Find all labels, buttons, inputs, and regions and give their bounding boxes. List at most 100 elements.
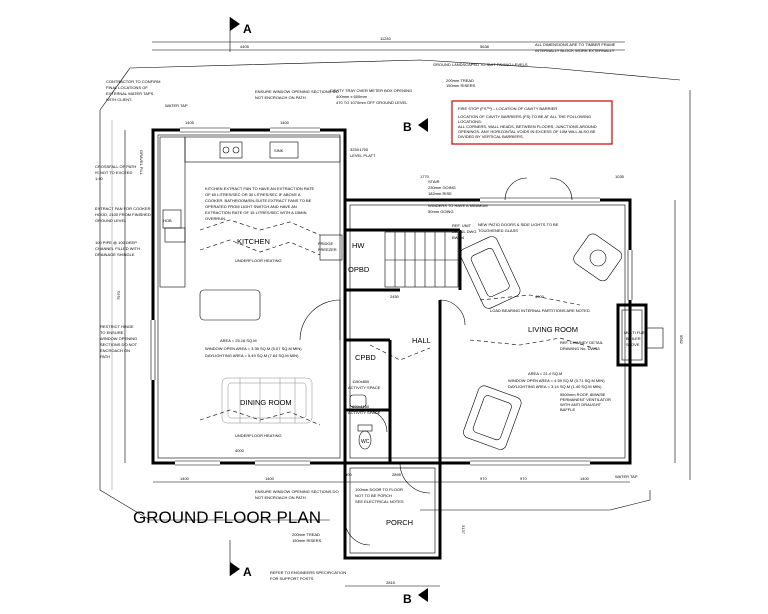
chimney-note-1: REF. CHIMNEY DETAIL bbox=[560, 340, 604, 345]
section-label-a-top: A bbox=[243, 22, 252, 36]
dim-right-height: 5562 bbox=[679, 335, 684, 345]
slab-note-1: 325X1700 bbox=[350, 147, 369, 152]
ventilator-4: BAFFLE bbox=[560, 407, 575, 412]
dim-porch-side: 3137 bbox=[461, 525, 466, 535]
activity-1: 1150x800 bbox=[352, 379, 370, 384]
cavity-tray-1: CAVITY TRAY OVER METER BOX OPENING bbox=[330, 88, 412, 93]
window-opening-1: ENSURE WINDOW OPENING SECTIONS DO bbox=[255, 89, 339, 94]
ref-unit-3: BW-04 bbox=[452, 235, 465, 240]
bottom-window-2: NOT ENCROACH ON PATH bbox=[255, 495, 306, 500]
fire-note-line-5: DIVIDED BY VERTICAL BARRIERS. bbox=[458, 134, 524, 139]
left-side-notes: CROSSFALL OF PATH IS NOT TO EXCEED 1:40 … bbox=[95, 164, 151, 359]
plan-title: GROUND FLOOR PLAN bbox=[133, 508, 321, 527]
dim-living-top: 1770 bbox=[420, 174, 430, 179]
dim-bottom-b: 1400 bbox=[265, 476, 275, 481]
dim-hall-width: 2450 bbox=[390, 294, 400, 299]
restrict-1: RESTRICT HINGE bbox=[100, 324, 134, 329]
section-marker-a-top: A bbox=[229, 17, 252, 52]
section-marker-b-top: B bbox=[403, 118, 428, 134]
stove-label-2: BOILER bbox=[626, 336, 641, 341]
room-label-hw: HW bbox=[352, 241, 365, 250]
dim-left-top: 1405 bbox=[185, 120, 195, 125]
top-dimensions: 11240 4405 5638 ALL DIMENSIONS ARE TO TI… bbox=[152, 36, 625, 88]
restrict-4: SECTIONS DO NOT bbox=[100, 342, 138, 347]
room-label-opbd: OPBD bbox=[348, 265, 370, 274]
slab-note-2: LEVEL PLATT bbox=[350, 153, 376, 158]
restrict-5: ENCROACH ON bbox=[100, 348, 130, 353]
window-opening-2: NOT ENCROACH ON PATH bbox=[255, 95, 306, 100]
tread-note-2: 150mm RISERS bbox=[446, 83, 476, 88]
dim-bottom-c: 970 bbox=[480, 476, 487, 481]
fridge-1: FRIDGE bbox=[318, 241, 333, 246]
bottom-dimensions: 1400 1400 970 970 1400 2895 900 2815 313… bbox=[153, 472, 630, 587]
ref-unit-1: REF. UNIT bbox=[452, 223, 472, 228]
dining-area-note: AREA = 25.16 SQ.M WINDOW OPEN AREA = 3.3… bbox=[205, 338, 302, 438]
porch-note-2: NOT TO BE PORCH bbox=[355, 493, 392, 498]
living-furniture bbox=[460, 233, 623, 450]
engineer-1: REFER TO ENGINEERS SPECIFICATION bbox=[270, 570, 346, 575]
staircase bbox=[384, 231, 459, 288]
contractor-1: CONTRACTOR TO CONFIRM bbox=[106, 79, 160, 84]
fire-stop-note: FIRE STOP (FS™) – LOCATION OF CAVITY BAR… bbox=[451, 100, 613, 145]
section-label-a-bottom: A bbox=[243, 565, 252, 579]
kitchen-note-3: COOKER. BATHROOM/EN-SUITE EXTRACT FANS T… bbox=[205, 198, 312, 203]
pipe-3: DRAINAGE SHINGLE bbox=[95, 252, 135, 257]
extract-fan-3: GROUND LEVEL bbox=[95, 218, 127, 223]
section-marker-a-bottom: A bbox=[229, 540, 252, 579]
dining-area-3: DAYLIGHTING AREA = 5.49 SQ.M (7.64 SQ.M … bbox=[205, 353, 299, 358]
dim-kitchen-top: 1400 bbox=[280, 120, 290, 125]
kitchen-fittings bbox=[159, 136, 343, 321]
dim-living-width: 4000 bbox=[535, 294, 545, 299]
cavity-tray-2: 400mm x 600mm bbox=[336, 94, 368, 99]
dim-left-width: 4405 bbox=[240, 44, 250, 49]
patio-note-2: TOUGHENED GLASS bbox=[478, 228, 518, 233]
hob-label: HOB bbox=[163, 218, 172, 223]
porch-note-3: SEE ELECTRICAL NOTES bbox=[355, 499, 404, 504]
room-label-hall: HALL bbox=[412, 336, 431, 345]
top-note-1: ALL DIMENSIONS ARE TO TIMBER FRAME bbox=[535, 42, 616, 47]
bottom-tread-2: 150mm RISERS bbox=[292, 538, 322, 543]
dining-area-2: WINDOW OPEN AREA = 3.35 SQ.M (5.07 SQ.M … bbox=[205, 346, 302, 351]
contractor-2: FINAL LOCATIONS OF bbox=[106, 85, 148, 90]
fire-note-line-1: LOCATION OF CAVITY BARRIERS (FS) TO BE A… bbox=[458, 114, 591, 119]
living-area-2: WINDOW OPEN AREA = 4.59 SQ.M (3.71 SQ.M … bbox=[508, 378, 605, 383]
kitchen-extract-note: KITCHEN EXTRACT FAN TO HAVE AN EXTRACTIO… bbox=[205, 186, 315, 263]
kitchen-note-5: EXTRACTION RATE OF 15 LITRES/SEC WITH A … bbox=[205, 210, 307, 215]
stove-label-1: MULTI FUEL bbox=[624, 330, 648, 335]
kitchen-note-2: OF 60 LITRES/SEC OR 30 LITRES/SEC IF ABO… bbox=[205, 192, 301, 197]
kitchen-note-6: OVERRUN. bbox=[205, 216, 226, 221]
sink-label: SINK bbox=[274, 148, 284, 153]
pipe-2: CHANNEL FILLED WITH bbox=[95, 246, 140, 251]
dim-top-right: 1035 bbox=[615, 174, 625, 179]
ventilator-3: WITH ANTI DRAUGHT bbox=[560, 402, 602, 407]
dim-bottom-d: 970 bbox=[520, 476, 527, 481]
stair-note-2: 230mm GOING bbox=[428, 185, 456, 190]
room-label-dining: DINING ROOM bbox=[240, 398, 292, 407]
wc-fittings bbox=[349, 394, 373, 450]
water-tap-top: WATER TAP bbox=[165, 103, 188, 108]
chimney-note-2: DRAWING No. DWG3 bbox=[560, 346, 600, 351]
activity-2: ACTIVITY SPACE bbox=[348, 385, 381, 390]
site-outline bbox=[99, 59, 691, 521]
extract-fan-1: EXTRACT FAN FOR COOKER bbox=[95, 206, 151, 211]
bottom-tread-1: 200mm TREAD bbox=[292, 532, 320, 537]
contractor-3: EXTERNAL WATER TAPS bbox=[106, 91, 154, 96]
section-label-b-top: B bbox=[403, 120, 412, 134]
engineer-2: FOR SUPPORT POSTS bbox=[270, 576, 314, 581]
restrict-3: WINDOW OPENING bbox=[100, 336, 137, 341]
water-tap-note: WATER TAP bbox=[615, 474, 638, 479]
fridge-2: FREEZER bbox=[318, 247, 337, 252]
windows bbox=[150, 127, 633, 466]
contractor-4: WITH CLIENT. bbox=[106, 97, 132, 102]
dim-bottom-e: 1400 bbox=[580, 476, 590, 481]
ventilator-1: 5500mm ROOF, 8MW/5E bbox=[560, 392, 606, 397]
doors bbox=[299, 177, 573, 546]
cavity-tray-3: 470 TO 1070mm OFF GROUND LEVEL bbox=[336, 100, 408, 105]
kitchen-underfloor: UNDERFLOOR HEATING bbox=[235, 258, 282, 263]
stair-note-3: 182mm RISE bbox=[428, 191, 452, 196]
room-label-porch: PORCH bbox=[386, 518, 413, 527]
bottom-notes: ENSURE WINDOW OPENING SECTIONS DO NOT EN… bbox=[139, 103, 638, 581]
dim-overall-width: 11240 bbox=[380, 36, 392, 41]
pipe-1: 100 PIPE @ 100 DEEP bbox=[95, 240, 137, 245]
